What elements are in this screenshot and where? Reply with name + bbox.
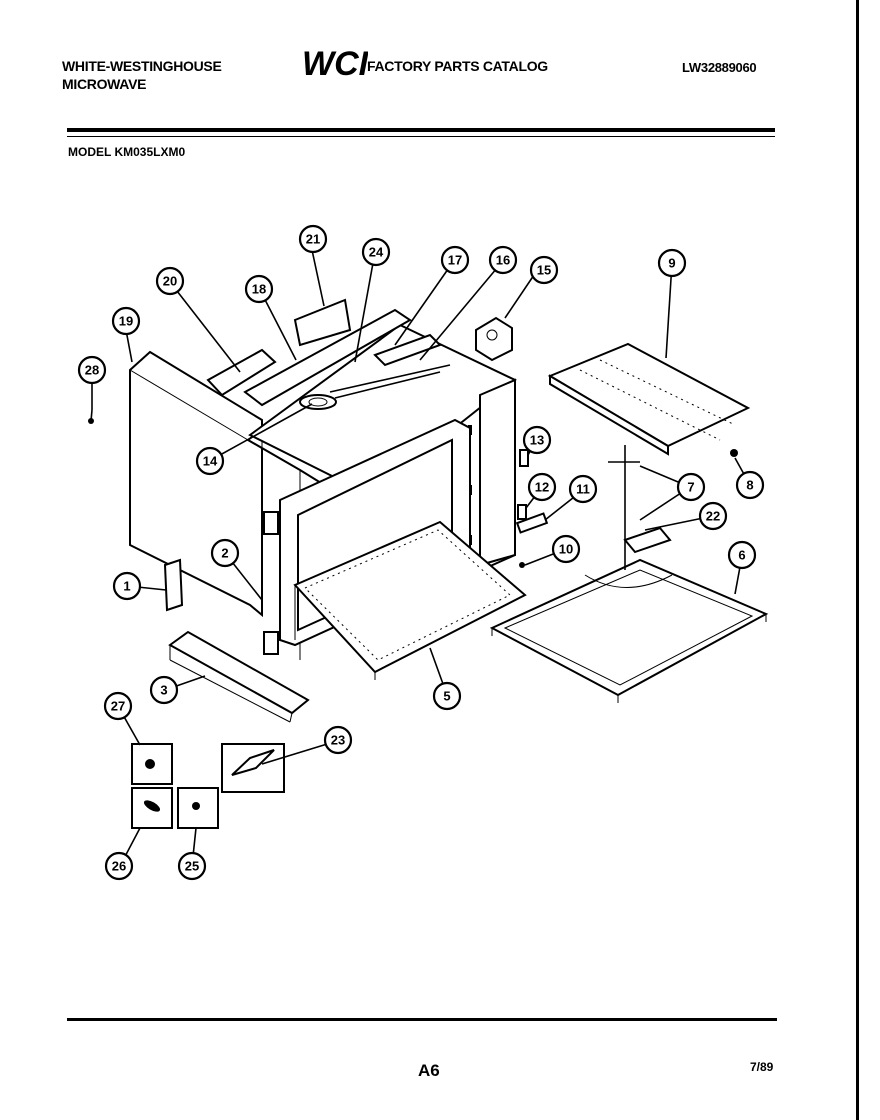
footer-rule	[67, 1018, 777, 1021]
svg-text:8: 8	[746, 478, 753, 493]
page-number: A6	[418, 1061, 440, 1080]
part-28-screw	[88, 409, 94, 424]
cavity-floor	[293, 520, 527, 680]
part-27-hardware-box	[131, 743, 173, 785]
logo-text: WCI	[302, 45, 368, 80]
callout-8: 8	[735, 470, 765, 500]
svg-text:24: 24	[369, 245, 384, 260]
part-11-latch	[515, 512, 549, 534]
svg-text:21: 21	[306, 232, 320, 247]
brand-name: WHITE-WESTINGHOUSE	[62, 58, 222, 74]
callout-22: 22	[698, 501, 728, 531]
catalog-title: FACTORY PARTS CATALOG	[367, 58, 548, 74]
part-9-control-board	[547, 342, 751, 456]
wci-logo: WCI	[300, 45, 368, 80]
svg-text:2: 2	[221, 546, 228, 561]
part-13-switch	[519, 449, 529, 467]
callout-11: 11	[568, 474, 598, 504]
part-1-leg	[163, 558, 184, 612]
svg-text:13: 13	[530, 433, 544, 448]
callout-26: 26	[104, 851, 134, 881]
svg-text:19: 19	[119, 314, 133, 329]
document-number: LW32889060	[682, 60, 757, 75]
svg-text:9: 9	[668, 256, 675, 271]
callout-25: 25	[177, 851, 207, 881]
part-8-nut	[730, 449, 738, 457]
callout-3: 3	[149, 675, 179, 705]
callout-27: 27	[103, 691, 133, 721]
top-components	[206, 298, 451, 410]
callout-15: 15	[529, 255, 559, 285]
callout-19: 19	[111, 306, 141, 336]
callout-28: 28	[77, 355, 107, 385]
part-10-screw	[519, 562, 525, 568]
part-25-hardware-box	[177, 787, 219, 829]
svg-text:1: 1	[123, 579, 130, 594]
svg-text:20: 20	[163, 274, 177, 289]
svg-text:7: 7	[687, 480, 694, 495]
callout-18: 18	[244, 274, 274, 304]
svg-text:3: 3	[160, 683, 167, 698]
part-3-base-rail	[168, 630, 310, 723]
part-23-hardware-box	[221, 743, 285, 793]
part-6-bottom-plate	[489, 558, 769, 703]
callout-7: 7	[676, 472, 706, 502]
svg-text:27: 27	[111, 699, 125, 714]
header-rule-thin	[67, 136, 775, 137]
part-12-switch	[517, 504, 527, 520]
product-type: MICROWAVE	[62, 76, 147, 92]
callout-21: 21	[298, 224, 328, 254]
callout-24: 24	[361, 237, 391, 267]
callout-12: 12	[527, 472, 557, 502]
callout-13: 13	[522, 425, 552, 455]
page-border	[856, 0, 859, 1120]
svg-text:5: 5	[443, 689, 450, 704]
svg-text:28: 28	[85, 363, 99, 378]
svg-text:22: 22	[706, 509, 720, 524]
callout-20: 20	[155, 266, 185, 296]
catalog-date: 7/89	[750, 1060, 774, 1074]
callout-16: 16	[488, 245, 518, 275]
svg-text:17: 17	[448, 253, 462, 268]
svg-text:6: 6	[738, 548, 745, 563]
part-26-hardware-box	[131, 787, 173, 829]
svg-text:10: 10	[559, 542, 573, 557]
callout-14: 14	[195, 446, 225, 476]
callout-1: 1	[112, 571, 142, 601]
svg-text:14: 14	[203, 454, 218, 469]
callout-10: 10	[551, 534, 581, 564]
svg-text:12: 12	[535, 480, 549, 495]
svg-text:11: 11	[576, 482, 590, 497]
header-rule	[67, 128, 775, 132]
svg-text:15: 15	[537, 263, 551, 278]
model-label: MODEL KM035LXM0	[68, 145, 186, 159]
svg-text:23: 23	[331, 733, 345, 748]
callout-23: 23	[323, 725, 353, 755]
svg-text:26: 26	[112, 859, 126, 874]
callout-9: 9	[657, 248, 687, 278]
part-15-motor	[475, 316, 513, 362]
part-7-bracket	[608, 445, 672, 570]
svg-text:16: 16	[496, 253, 510, 268]
callout-2: 2	[210, 538, 240, 568]
svg-text:18: 18	[252, 282, 266, 297]
callout-17: 17	[440, 245, 470, 275]
callout-5: 5	[432, 681, 462, 711]
callout-6: 6	[727, 540, 757, 570]
svg-text:25: 25	[185, 859, 199, 874]
